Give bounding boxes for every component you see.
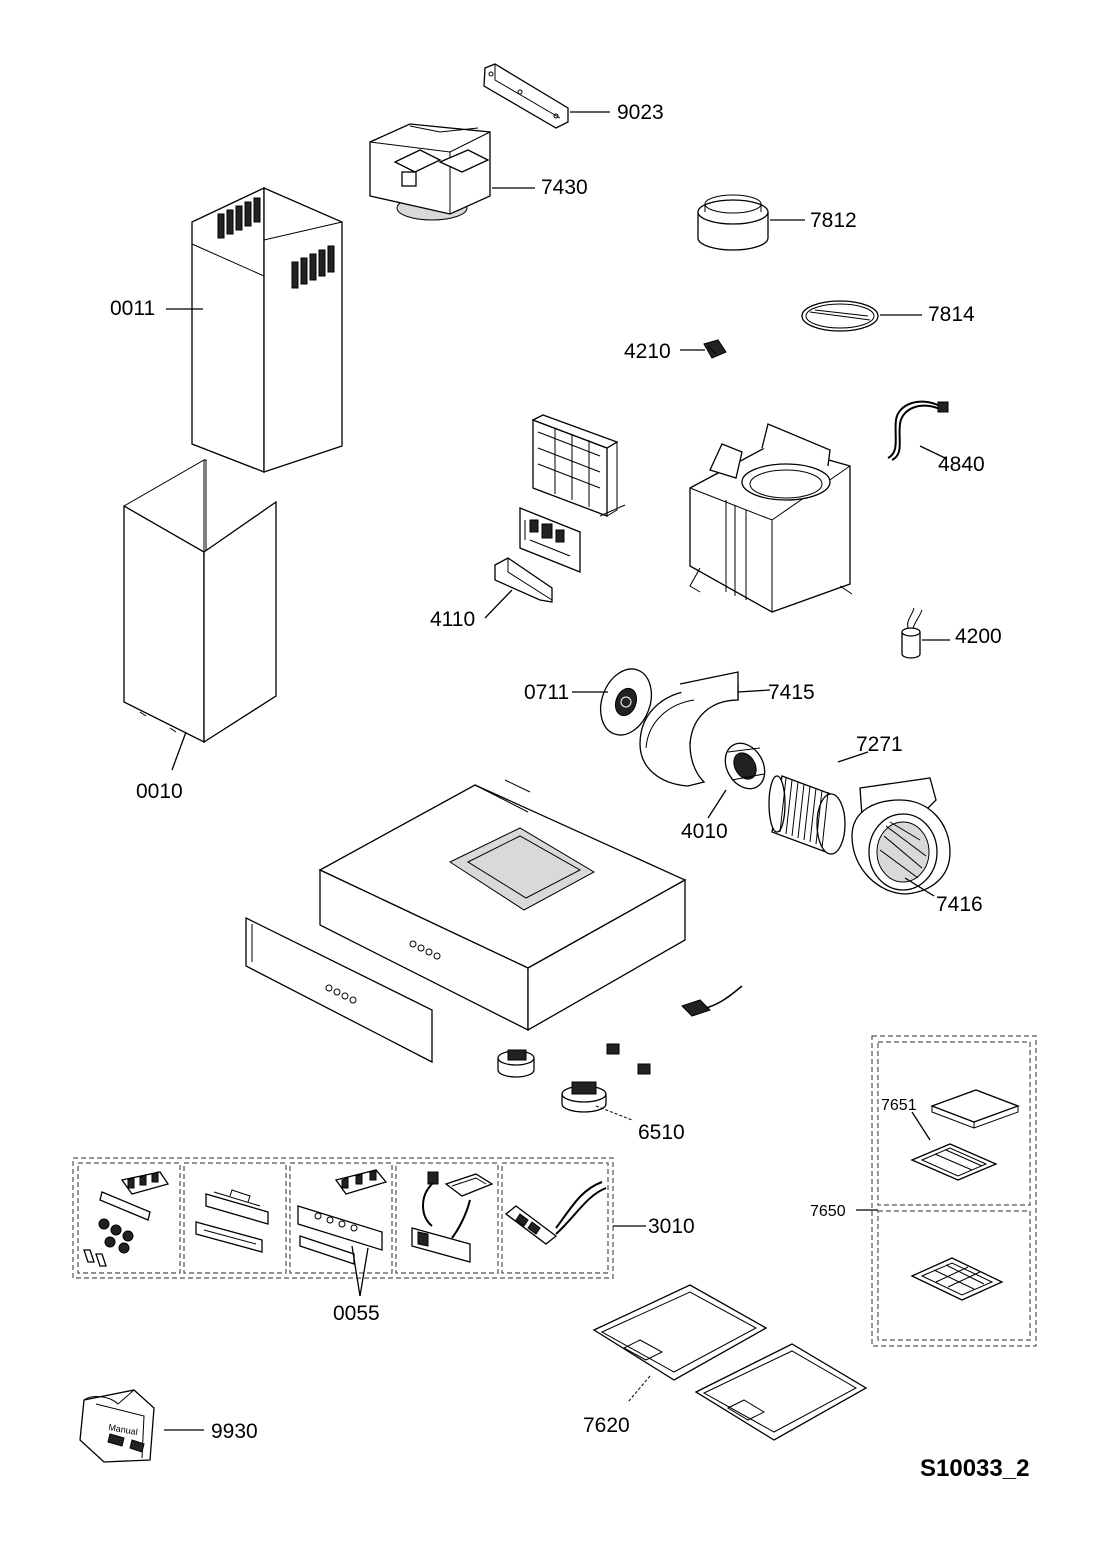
grease-filter-drawing-2 xyxy=(694,1343,868,1441)
part-number-4840: 4840 xyxy=(938,453,985,476)
damper-plate-drawing xyxy=(801,300,879,332)
part-number-7650: 7650 xyxy=(810,1203,846,1220)
part-number-0711: 0711 xyxy=(524,681,569,704)
part-number-7430: 7430 xyxy=(541,176,588,199)
part-labels: 9023 7430 7812 0011 7814 4210 4840 4110 … xyxy=(110,101,1002,1443)
scroll-housing-front-drawing xyxy=(639,671,739,787)
control-box-drawing xyxy=(531,414,626,517)
wall-bracket-drawing xyxy=(483,63,569,129)
vent-slots-left xyxy=(217,197,261,239)
part-number-7271: 7271 xyxy=(856,733,903,756)
part-number-7415: 7415 xyxy=(768,681,815,704)
lower-chimney-drawing xyxy=(123,459,277,744)
vent-slots-right xyxy=(291,245,335,289)
part-number-6510: 6510 xyxy=(638,1121,685,1144)
air-diverter-drawing xyxy=(369,123,491,221)
part-number-7620: 7620 xyxy=(583,1414,630,1437)
upper-chimney-drawing xyxy=(191,186,343,473)
pcb-cover-drawing xyxy=(494,557,553,603)
duct-ring-drawing xyxy=(697,194,769,251)
controls-kit-box xyxy=(72,1157,614,1279)
part-number-4210: 4210 xyxy=(624,340,671,363)
part-number-7651: 7651 xyxy=(881,1097,917,1114)
motor-drawing xyxy=(724,742,766,790)
hood-buttons xyxy=(409,940,441,960)
panel-buttons xyxy=(325,984,357,1004)
connector-drawing xyxy=(681,985,743,1017)
part-number-4010: 4010 xyxy=(681,820,728,843)
part-number-7812: 7812 xyxy=(810,209,857,232)
part-number-9023: 9023 xyxy=(617,101,664,124)
part-number-0055: 0055 xyxy=(333,1302,380,1325)
part-number-4110: 4110 xyxy=(430,608,475,631)
cable-4840-drawing xyxy=(887,400,949,461)
pcb-board-drawing xyxy=(519,507,581,573)
front-panel-drawing xyxy=(245,916,433,1064)
motor-plate-drawing xyxy=(599,668,653,736)
knob-drawing-3 xyxy=(561,1081,633,1121)
grease-filter-drawing-1 xyxy=(592,1284,768,1403)
part-number-7814: 7814 xyxy=(928,303,975,326)
capacitor-drawing xyxy=(901,607,923,659)
part-number-7416: 7416 xyxy=(936,893,983,916)
carbon-filter-kit-box xyxy=(871,1035,1037,1347)
hood-body-drawing xyxy=(318,779,687,1032)
knob-drawing-2 xyxy=(606,1043,651,1075)
part-number-0010: 0010 xyxy=(136,780,183,803)
diagram-code: S10033_2 xyxy=(920,1455,1029,1482)
knob-drawing-1 xyxy=(497,1049,535,1078)
part-number-4200: 4200 xyxy=(955,625,1002,648)
part-number-0011: 0011 xyxy=(110,297,155,320)
motor-housing-drawing xyxy=(689,423,853,613)
scroll-housing-rear-drawing xyxy=(851,777,951,895)
part-number-9930: 9930 xyxy=(211,1420,258,1443)
blower-wheel-drawing xyxy=(768,775,846,855)
manual-bag-drawing: Manual xyxy=(79,1389,155,1463)
part-number-3010: 3010 xyxy=(648,1215,695,1238)
switch-4210-drawing xyxy=(703,339,727,359)
